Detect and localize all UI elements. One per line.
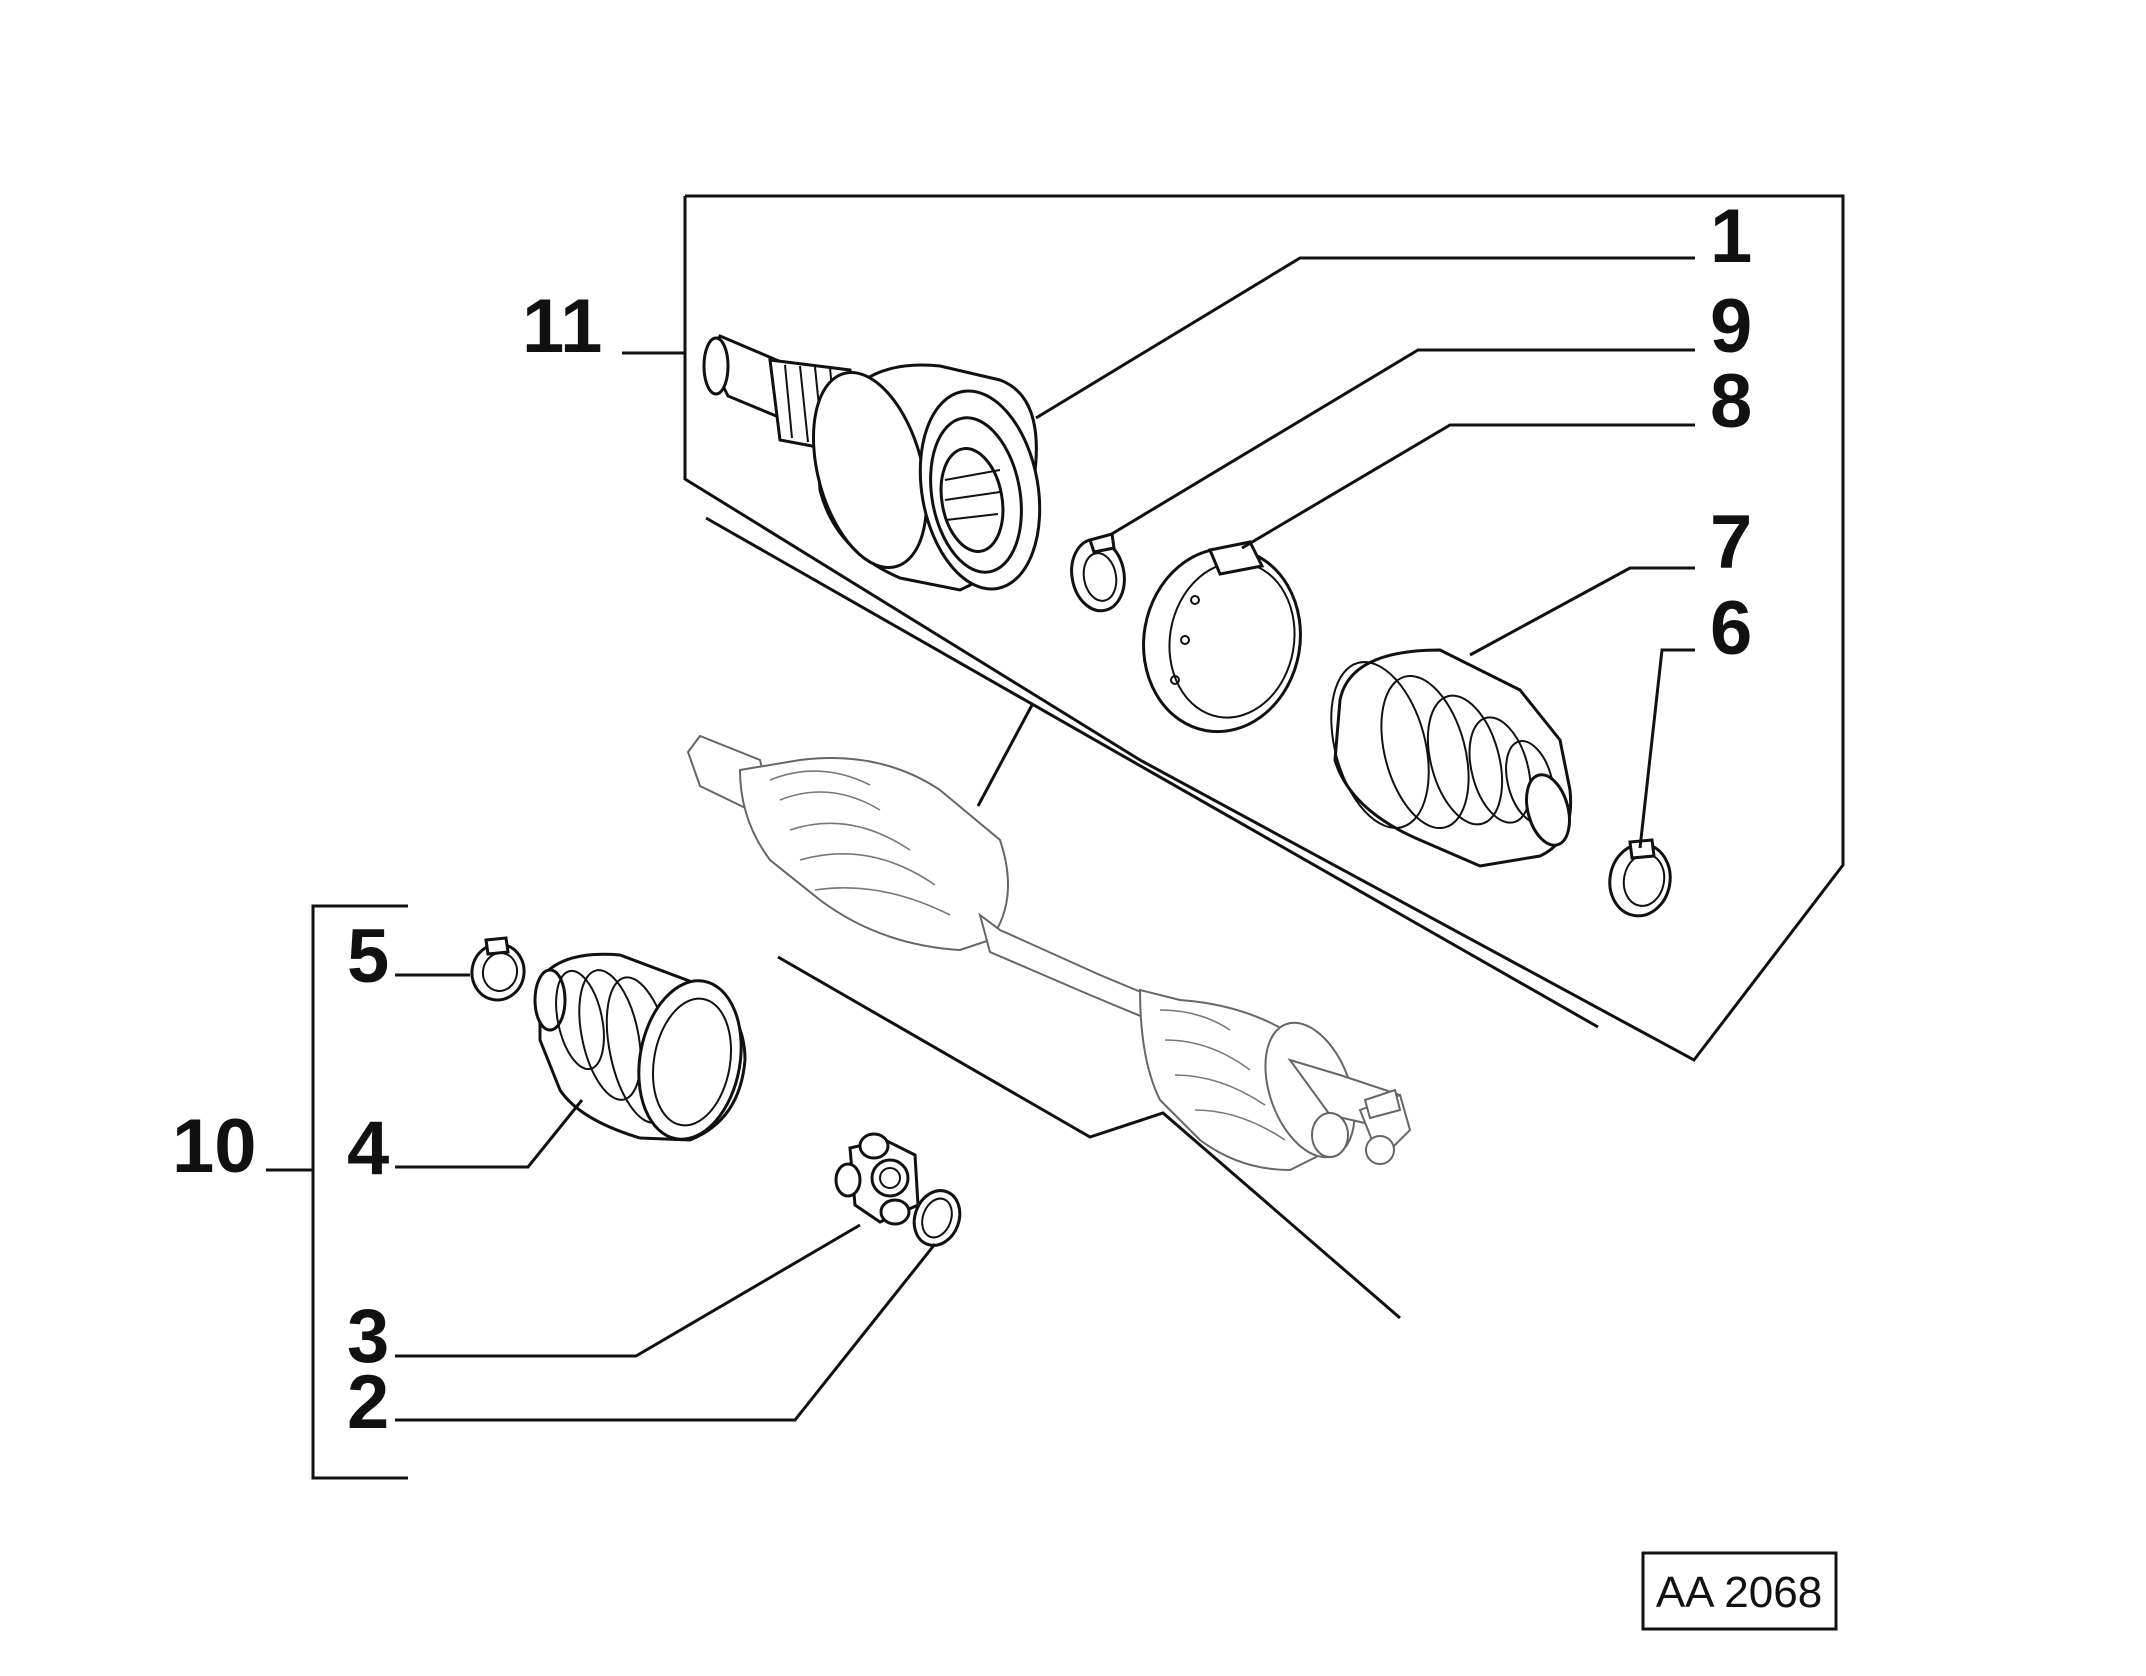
snap-ring xyxy=(912,1189,962,1247)
assembly-pointer-lines xyxy=(705,516,1599,1320)
callout-5: 5 xyxy=(347,914,389,999)
large-boot-clamp xyxy=(1142,540,1302,734)
callout-10: 10 xyxy=(172,1104,257,1189)
callout-7: 7 xyxy=(1710,500,1752,585)
callout-9: 9 xyxy=(1710,284,1752,369)
callout-labels: 1 9 8 7 6 11 5 4 10 3 2 xyxy=(172,194,1752,1445)
reference-code: AA 2068 xyxy=(1656,1568,1822,1617)
group-11-bracket xyxy=(622,194,1845,1062)
assembled-drive-shaft xyxy=(686,734,1412,1172)
callout-3: 3 xyxy=(347,1294,389,1379)
outer-cv-joint xyxy=(702,334,1042,592)
leader-lines xyxy=(395,256,1695,1422)
inner-boot xyxy=(533,952,747,1142)
small-boot-clamp-inner xyxy=(470,936,526,1002)
callout-1: 1 xyxy=(1710,194,1752,279)
callout-2: 2 xyxy=(347,1360,389,1445)
outer-boot xyxy=(1330,648,1573,868)
callout-4: 4 xyxy=(347,1106,389,1191)
callout-6: 6 xyxy=(1710,586,1752,671)
tripod-joint xyxy=(834,1132,920,1226)
callout-11: 11 xyxy=(522,284,602,369)
circlip xyxy=(1070,532,1126,613)
group-10-bracket xyxy=(266,904,408,1480)
callout-8: 8 xyxy=(1710,359,1752,444)
small-boot-clamp-outer xyxy=(1608,838,1672,918)
reference-code-box: AA 2068 xyxy=(1641,1551,1838,1631)
